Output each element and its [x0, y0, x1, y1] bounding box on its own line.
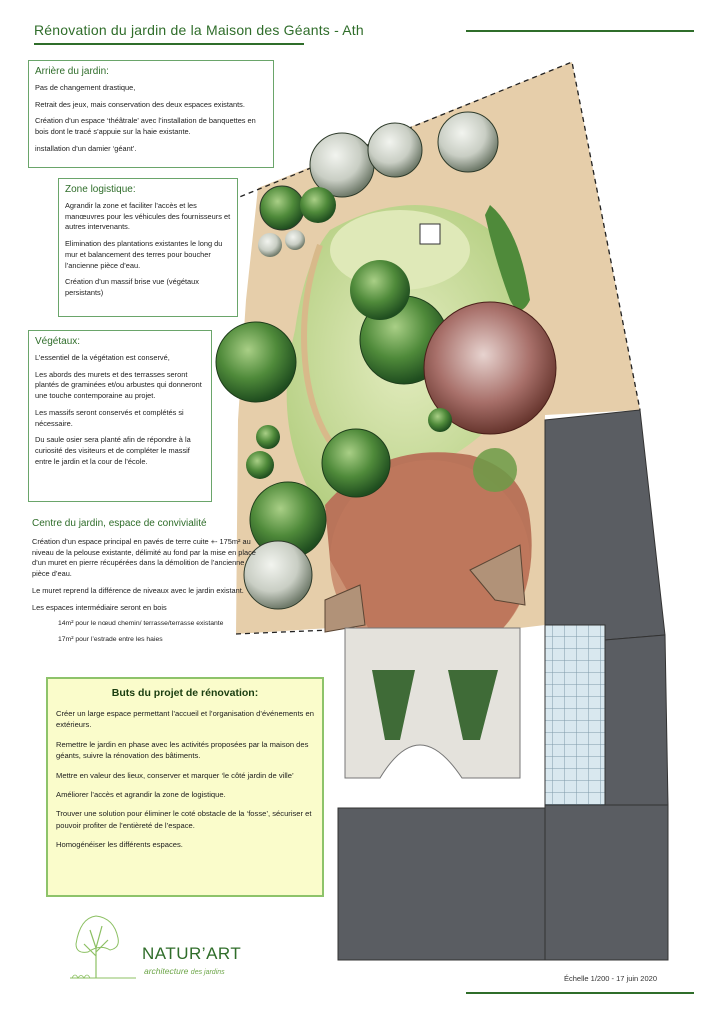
arriere-box: Arrière du jardin: Pas de changement dra…: [28, 60, 274, 168]
bottom-rule: [466, 992, 694, 994]
tree: [473, 448, 517, 492]
goals-line: Homogénéiser les différents espaces.: [56, 840, 183, 850]
tree: [367, 122, 423, 178]
tree: [259, 185, 305, 231]
tree: [285, 230, 305, 250]
building-top-right: [544, 409, 666, 641]
wooden-deck-1: [469, 544, 526, 606]
tree: [437, 111, 499, 173]
wooden-deck-2: [324, 584, 366, 633]
centre-line: Les espaces intermédiaire seront en bois: [32, 602, 167, 612]
centre-line: Le muret reprend la différence de niveau…: [32, 585, 244, 595]
vegetaux-line: Les abords des murets et des terrasses s…: [35, 369, 202, 401]
goals-heading: Buts du projet de rénovation:: [111, 687, 259, 699]
logistique-heading: Zone logistique:: [65, 184, 136, 195]
tree: [215, 321, 297, 403]
arriere-heading: Arrière du jardin:: [35, 66, 109, 77]
arriere-line: installation d’un damier ‘géant’.: [35, 143, 137, 153]
tree: [428, 408, 452, 432]
logistique-line: Agrandir la zone et faciliter l’accès et…: [65, 201, 231, 232]
title-rule-right: [466, 30, 694, 32]
centre-detail: 17m² pour l’estrade entre les haies: [58, 636, 163, 644]
page-title: Rénovation du jardin de la Maison des Gé…: [34, 22, 364, 38]
goals-line: Créer un large espace permettant l’accue…: [56, 709, 314, 730]
logistique-line: Elimination des plantations existantes l…: [65, 239, 223, 270]
property-boundary: [231, 61, 641, 411]
vegetaux-line: Du saule osier sera planté afin de répon…: [35, 435, 191, 466]
scale-date: Échelle 1/200 - 17 juin 2020: [564, 974, 657, 983]
building-bottom: [337, 807, 546, 961]
vegetaux-line: Les massifs seront conservés et complété…: [35, 407, 184, 428]
tree: [321, 428, 391, 498]
hedge: [485, 205, 530, 310]
brand-name: NATUR’ART: [142, 944, 242, 963]
arriere-line: Création d’un espace ‘théâtrale’ avec l’…: [35, 116, 256, 137]
centre-detail: 14m² pour le nœud chemin/ terrasse/terra…: [58, 620, 224, 628]
tree: [256, 425, 280, 449]
centre-line: Création d’un espace principal en pavés …: [32, 537, 256, 579]
path-ring: [301, 243, 343, 457]
building-bottom-right: [544, 804, 669, 961]
logistique-line: Création d’un massif brise vue (végétaux…: [65, 277, 199, 298]
tree: [423, 301, 557, 435]
goals-line: Améliorer l’accès et agrandir la zone de…: [56, 789, 226, 799]
title-rule-left: [34, 43, 304, 45]
arriere-line: Pas de changement drastique,: [35, 83, 136, 92]
tree: [246, 451, 274, 479]
giant-checkerboard: [419, 223, 441, 245]
courtyard: [344, 627, 521, 779]
goals-line: Mettre en valeur des lieux, conserver et…: [56, 770, 294, 780]
vegetaux-box: Végétaux: L’essentiel de la végétation e…: [28, 330, 212, 502]
brand-logo-tree-icon: [70, 915, 136, 979]
tree: [243, 540, 313, 610]
brand-tagline: architecture des jardins: [144, 966, 225, 976]
building-right: [604, 634, 669, 806]
tree: [258, 233, 282, 257]
vegetaux-heading: Végétaux:: [35, 336, 81, 347]
goals-line: Remettre le jardin en phase avec les act…: [56, 739, 309, 761]
brand-tagline-small: des jardins: [190, 969, 225, 976]
planter-left: [372, 670, 415, 740]
glass-roof: [544, 624, 606, 806]
goals-line: Trouver une solution pour éliminer le co…: [56, 809, 312, 830]
brand-tagline-main: architecture: [144, 966, 189, 976]
tree: [350, 260, 410, 320]
centre-heading: Centre du jardin, espace de convivialité: [32, 518, 207, 529]
goals-box: Buts du projet de rénovation: Créer un l…: [46, 677, 324, 897]
vegetaux-line: L’essentiel de la végétation est conserv…: [35, 353, 170, 362]
tree: [300, 187, 336, 223]
planter-right: [448, 670, 498, 740]
centre-section: Centre du jardin, espace de convivialité…: [32, 518, 262, 651]
arriere-line: Retrait des jeux, mais conservation des …: [35, 99, 245, 109]
terrace-circle: [330, 460, 530, 660]
property-boundary-bottom: [235, 629, 331, 635]
logistique-box: Zone logistique: Agrandir la zone et fac…: [58, 178, 238, 317]
